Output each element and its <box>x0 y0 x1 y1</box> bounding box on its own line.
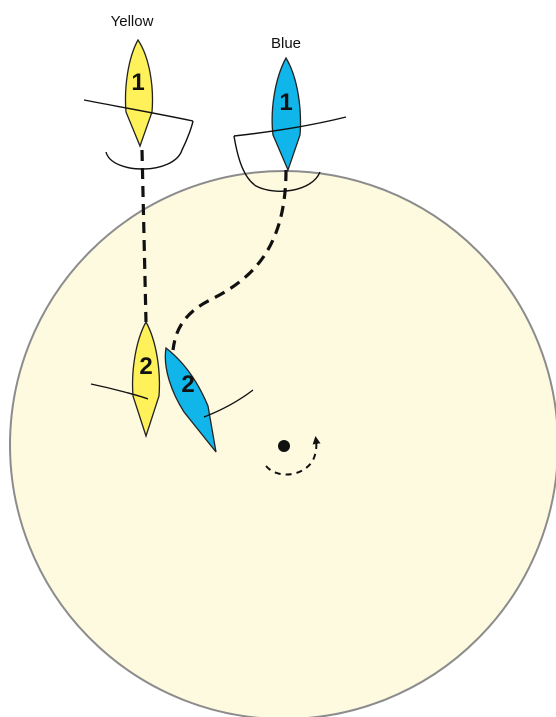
blue-label: Blue <box>271 35 301 52</box>
boat-number: 2 <box>139 353 152 380</box>
yellow-boat-1: 1 <box>84 40 193 169</box>
mark-dot <box>278 440 290 452</box>
boat-number: 1 <box>131 69 144 96</box>
overlap-arc <box>106 121 193 169</box>
yellow-label: Yellow <box>111 13 154 30</box>
boat-number: 1 <box>279 89 292 116</box>
boat-number: 2 <box>181 371 194 398</box>
